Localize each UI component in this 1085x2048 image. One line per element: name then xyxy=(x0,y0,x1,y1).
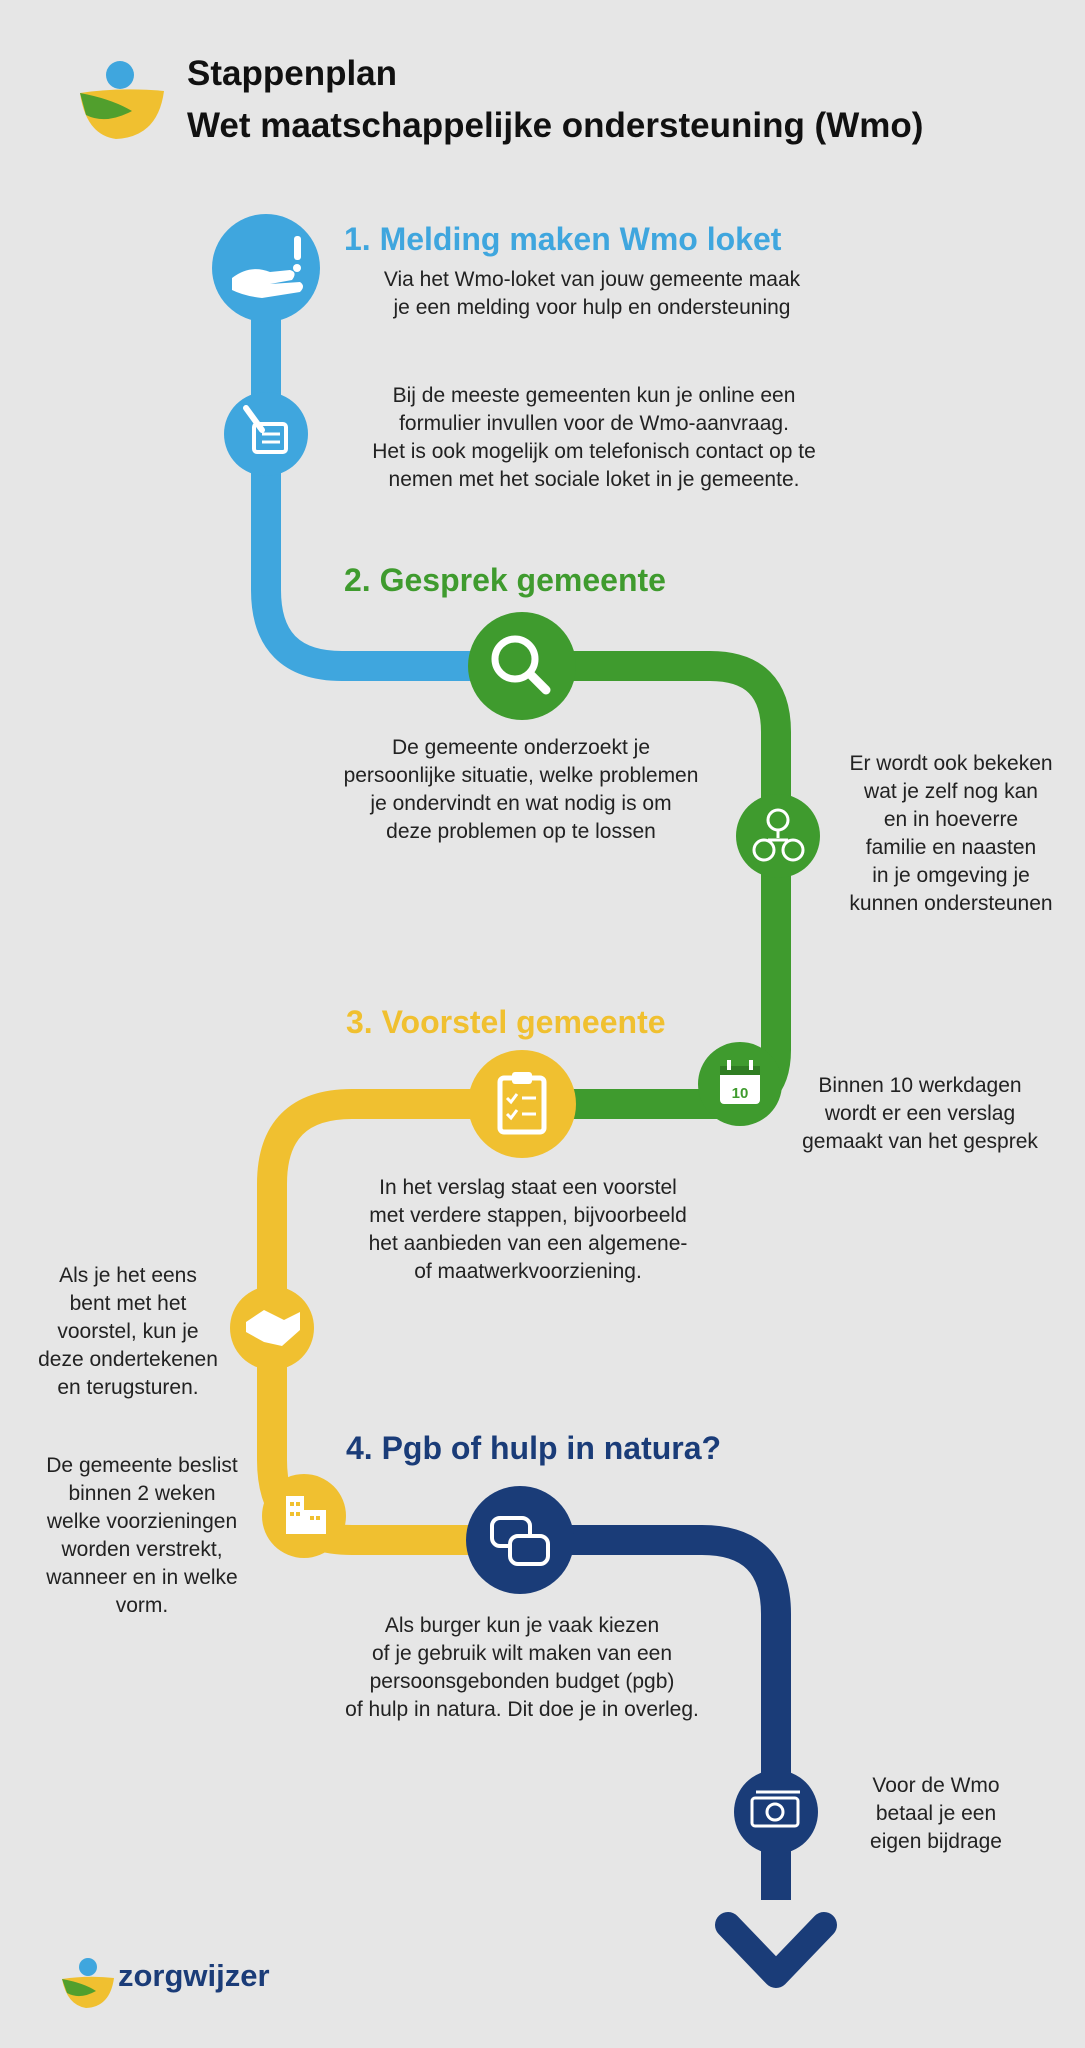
money-icon xyxy=(734,1770,818,1854)
hand-alert-icon xyxy=(212,214,320,322)
chat-bubbles-icon xyxy=(466,1486,574,1594)
footer-logo xyxy=(62,1958,114,2008)
step-4-text: Als burger kun je vaak kiezen of je gebr… xyxy=(345,1614,699,1721)
footer-brand: zorgwijzer xyxy=(118,1958,270,1993)
step-3-text: In het verslag staat een voorstel met ve… xyxy=(368,1176,688,1283)
clipboard-checklist-icon xyxy=(468,1050,576,1158)
step-1-heading: 1. Melding maken Wmo loket xyxy=(344,221,782,257)
form-pen-icon xyxy=(224,392,308,476)
step-2-extra2: Binnen 10 werkdagen wordt er een verslag… xyxy=(802,1074,1038,1153)
arrow-down-icon xyxy=(715,1912,837,1988)
step-4-extra: Voor de Wmo betaal je een eigen bijdrage xyxy=(870,1774,1002,1853)
people-network-icon xyxy=(736,794,820,878)
magnifier-icon xyxy=(468,612,576,720)
building-icon xyxy=(262,1474,346,1558)
route-blue xyxy=(251,270,524,681)
calendar-icon: 10 xyxy=(698,1042,782,1126)
step-1-extra: Bij de meeste gemeenten kun je online ee… xyxy=(372,384,816,491)
zorgwijzer-logo xyxy=(80,61,164,139)
step-2-text: De gemeente onderzoekt je persoonlijke s… xyxy=(343,736,699,843)
step-3-extra: Als je het eens bent met het voorstel, k… xyxy=(38,1264,218,1399)
step-3-extra2: De gemeente beslist binnen 2 weken welke… xyxy=(46,1454,238,1617)
step-3-heading: 3. Voorstel gemeente xyxy=(346,1004,666,1040)
step-1-text: Via het Wmo-loket van jouw gemeente maak… xyxy=(383,268,801,319)
handshake-icon xyxy=(230,1286,314,1370)
route-navy xyxy=(520,1525,791,1900)
step-4-heading: 4. Pgb of hulp in natura? xyxy=(346,1430,722,1466)
title-line-2: Wet maatschappelijke ondersteuning (Wmo) xyxy=(187,106,924,145)
page-title: Stappenplan Wet maatschappelijke onderst… xyxy=(187,48,923,152)
title-line-1: Stappenplan xyxy=(187,54,398,93)
calendar-day: 10 xyxy=(732,1085,749,1102)
step-2-extra: Er wordt ook bekeken wat je zelf nog kan… xyxy=(849,752,1053,915)
step-2-heading: 2. Gesprek gemeente xyxy=(344,562,666,598)
